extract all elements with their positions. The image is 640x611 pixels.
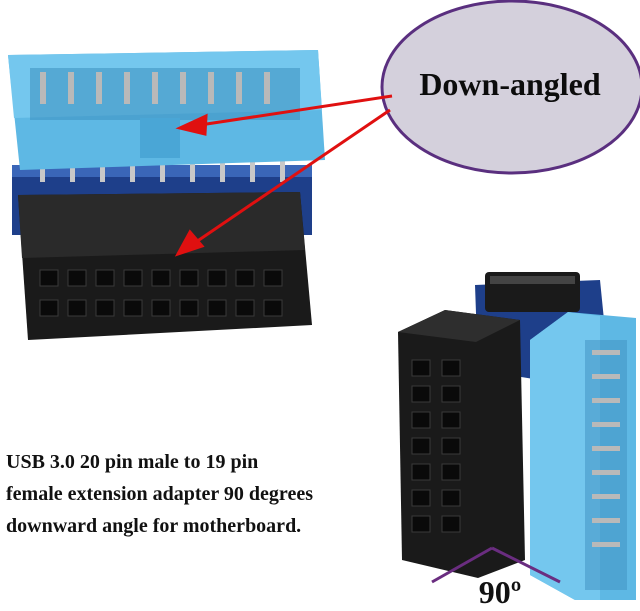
red-arrow [174,94,393,257]
callout-bubble [380,0,640,175]
caption-line: USB 3.0 20 pin male to 19 pin [6,451,259,473]
caption-line: downward angle for motherboard. [6,515,302,537]
product-caption: USB 3.0 20 pin male to 19 pin female ext… [6,446,386,542]
angle-marker [431,546,561,584]
usb-adapter-side-photo [398,272,636,600]
callout-label: Down-angled [419,66,601,102]
angle-label: 90º [478,574,522,610]
usb-adapter-top-photo [8,50,325,340]
caption-line: female extension adapter 90 degrees [6,483,313,505]
